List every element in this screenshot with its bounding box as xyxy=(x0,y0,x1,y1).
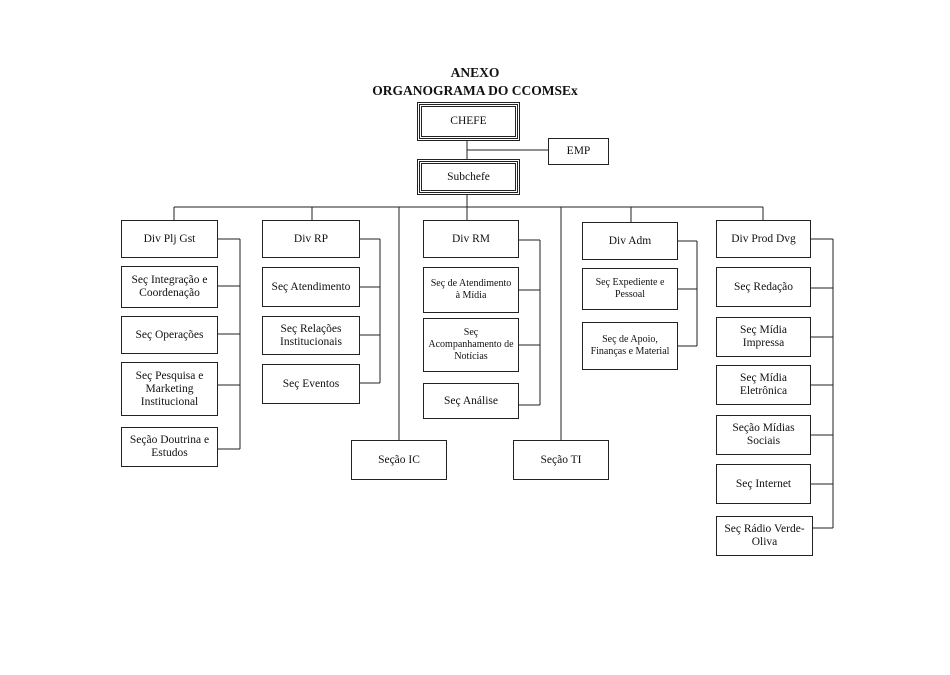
sec-redacao-box: Seç Redação xyxy=(716,267,811,307)
secao-midias-sociais-label: Seção Mídias Sociais xyxy=(732,422,795,447)
emp-label: EMP xyxy=(566,145,591,157)
sec-eventos-label: Seç Eventos xyxy=(282,377,340,390)
chefe-box: CHEFE xyxy=(419,104,518,139)
div-adm-box: Div Adm xyxy=(582,222,678,260)
div-rp-label: Div RP xyxy=(293,232,329,245)
sec-midia-eletronica-box: Seç Mídia Eletrônica xyxy=(716,365,811,405)
sec-atendimento-label: Seç Atendimento xyxy=(271,280,351,293)
sec-atendimento-midia-box: Seç de Atendimento à Mídia xyxy=(423,267,519,313)
sec-eventos-box: Seç Eventos xyxy=(262,364,360,404)
emp-box: EMP xyxy=(548,138,609,165)
subchefe-label: Subchefe xyxy=(447,170,490,183)
sec-radio-box: Seç Rádio Verde-Oliva xyxy=(716,516,813,556)
div-plj-gst-label: Div Plj Gst xyxy=(143,232,196,245)
chefe-label: CHEFE xyxy=(450,115,487,127)
sec-acompanhamento-label: Seç Acompanhamento de Notícias xyxy=(428,327,514,362)
secao-midias-sociais-box: Seção Mídias Sociais xyxy=(716,415,811,455)
sec-relacoes-box: Seç Relações Institucionais xyxy=(262,316,360,355)
secao-doutrina-box: Seção Doutrina e Estudos xyxy=(121,427,218,467)
secao-ti-label: Seção TI xyxy=(540,453,582,466)
sec-midia-impressa-label: Seç Mídia Impressa xyxy=(740,324,787,349)
sec-integracao-box: Seç Integração e Coordenação xyxy=(121,266,218,308)
secao-ic-box: Seção IC xyxy=(351,440,447,480)
sec-operacoes-box: Seç Operações xyxy=(121,316,218,354)
sec-internet-label: Seç Internet xyxy=(735,477,792,490)
sec-atendimento-box: Seç Atendimento xyxy=(262,267,360,307)
div-rm-label: Div RM xyxy=(451,232,491,245)
sec-acompanhamento-box: Seç Acompanhamento de Notícias xyxy=(423,318,519,372)
sec-operacoes-label: Seç Operações xyxy=(135,328,204,341)
div-adm-label: Div Adm xyxy=(608,234,652,247)
div-prod-dvg-box: Div Prod Dvg xyxy=(716,220,811,258)
sec-analise-box: Seç Análise xyxy=(423,383,519,419)
sec-atendimento-midia-label: Seç de Atendimento à Mídia xyxy=(430,278,512,301)
sec-redacao-label: Seç Redação xyxy=(733,280,794,293)
sec-relacoes-label: Seç Relações Institucionais xyxy=(280,322,342,348)
sec-midia-impressa-box: Seç Mídia Impressa xyxy=(716,317,811,357)
org-chart-title: ORGANOGRAMA DO CCOMSEx xyxy=(372,83,578,98)
sec-apoio-label: Seç de Apoio, Finanças e Material xyxy=(590,334,670,357)
sec-integracao-label: Seç Integração e Coordenação xyxy=(131,274,208,299)
div-plj-gst-box: Div Plj Gst xyxy=(121,220,218,258)
sec-pesquisa-box: Seç Pesquisa e Marketing Institucional xyxy=(121,362,218,416)
sec-midia-eletronica-label: Seç Mídia Eletrônica xyxy=(739,372,788,397)
div-prod-dvg-label: Div Prod Dvg xyxy=(731,232,796,245)
sec-analise-label: Seç Análise xyxy=(444,394,498,407)
sec-pesquisa-label: Seç Pesquisa e Marketing Institucional xyxy=(135,369,204,408)
secao-ic-label: Seção IC xyxy=(378,453,420,466)
sec-internet-box: Seç Internet xyxy=(716,464,811,504)
div-rp-box: Div RP xyxy=(262,220,360,258)
sec-expediente-box: Seç Expediente e Pessoal xyxy=(582,268,678,310)
div-rm-box: Div RM xyxy=(423,220,519,258)
sec-radio-label: Seç Rádio Verde-Oliva xyxy=(724,523,805,548)
sec-apoio-box: Seç de Apoio, Finanças e Material xyxy=(582,322,678,370)
secao-ti-box: Seção TI xyxy=(513,440,609,480)
secao-doutrina-label: Seção Doutrina e Estudos xyxy=(129,434,210,459)
sec-expediente-label: Seç Expediente e Pessoal xyxy=(595,277,665,300)
annex-title: ANEXO xyxy=(450,65,500,80)
subchefe-box: Subchefe xyxy=(419,161,518,193)
